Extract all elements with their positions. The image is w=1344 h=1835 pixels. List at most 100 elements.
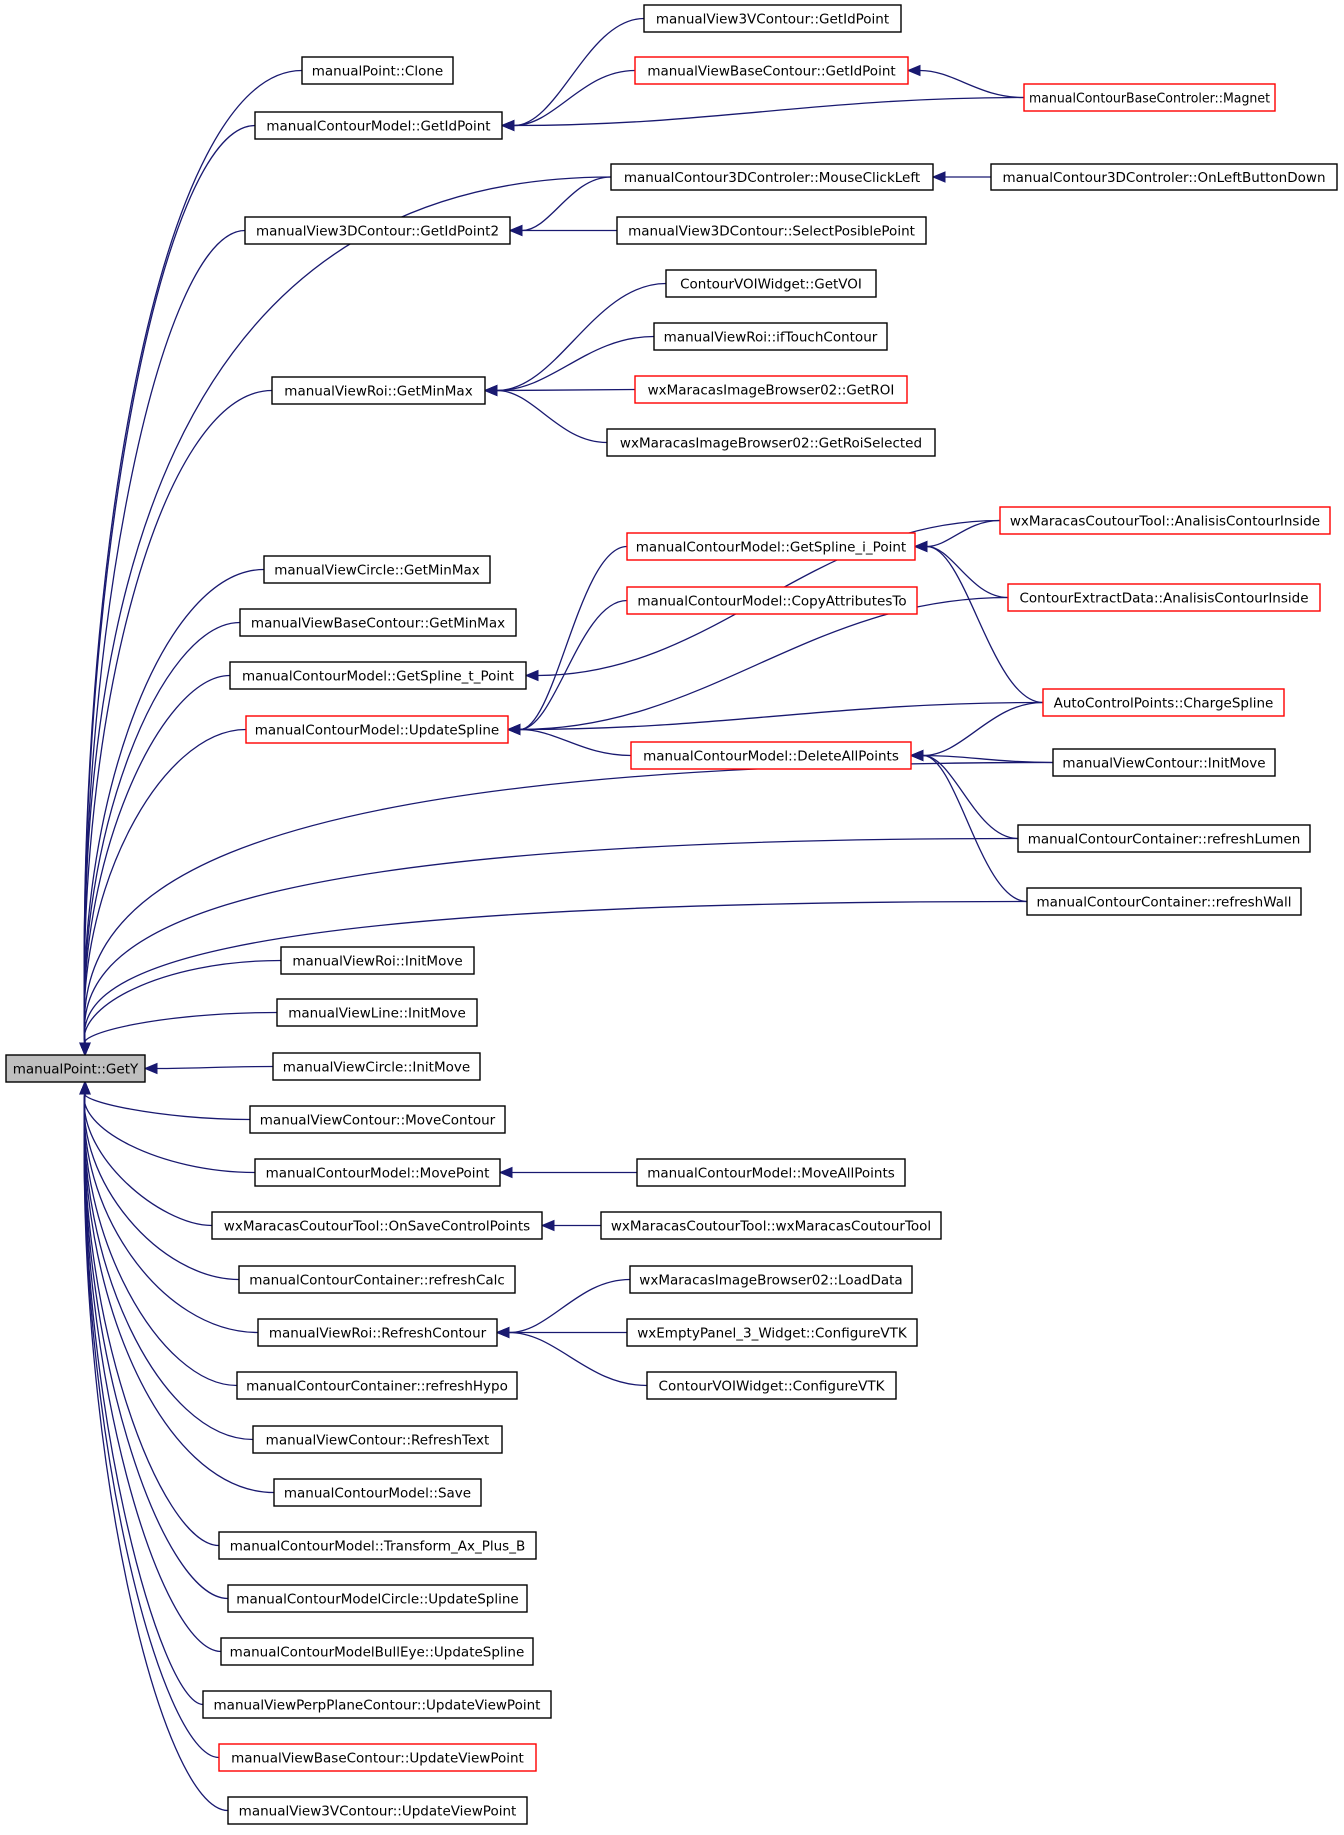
graph-node-vbc-updateview[interactable]: manualViewBaseContour::UpdateViewPoint: [218, 1743, 537, 1772]
node-label: manualViewContour::MoveContour: [260, 1113, 496, 1129]
graph-node-roi-iftouch[interactable]: manualViewRoi::ifTouchContour: [653, 322, 888, 351]
node-label: manualViewContour::InitMove: [1062, 756, 1265, 772]
node-box: [643, 4, 902, 33]
node-label: ContourExtractData::AnalisisContourInsid…: [1019, 591, 1308, 607]
graph-node-v3v-updateview[interactable]: manualView3VContour::UpdateViewPoint: [227, 1796, 528, 1825]
graph-node-refreshhypo[interactable]: manualContourContainer::refreshHypo: [236, 1371, 518, 1400]
graph-node-vbc-getminmax[interactable]: manualViewBaseContour::GetMinMax: [239, 608, 517, 637]
graph-node-onleftbuttondown[interactable]: manualContour3DControler::OnLeftButtonDo…: [990, 163, 1338, 191]
graph-node-updatespline[interactable]: manualContourModel::UpdateSpline: [245, 715, 509, 744]
node-label: ContourVOIWidget::GetVOI: [680, 277, 862, 293]
edge-line: [83, 389, 273, 1046]
graph-node-refreshlumen[interactable]: manualContourContainer::refreshLumen: [1017, 824, 1311, 853]
graph-node-magnet[interactable]: manualContourBaseControler::Magnet: [1023, 83, 1276, 112]
call-edge: [79, 900, 1028, 1057]
graph-node-circle-getminmax[interactable]: manualViewCircle::GetMinMax: [263, 555, 491, 584]
graph-node-refreshcalc[interactable]: manualContourContainer::refreshCalc: [238, 1265, 516, 1294]
call-edge: [79, 1080, 256, 1174]
edge-line: [83, 124, 256, 1046]
graph-node-root[interactable]: manualPoint::GetY: [5, 1054, 146, 1083]
node-layer: manualPoint::GetYmanualPoint::Clonemanua…: [5, 4, 1338, 1825]
graph-node-chargespline[interactable]: AutoControlPoints::ChargeSpline: [1042, 688, 1285, 717]
node-box: [254, 111, 503, 140]
graph-node-transform[interactable]: manualContourModel::Transform_Ax_Plus_B: [218, 1531, 537, 1560]
graph-node-circle-initmove[interactable]: manualViewCircle::InitMove: [272, 1052, 481, 1081]
graph-node-vbc-getidpoint[interactable]: manualViewBaseContour::GetIdPoint: [634, 56, 909, 85]
graph-node-roi-refresh[interactable]: manualViewRoi::RefreshContour: [257, 1318, 498, 1347]
node-box: [626, 586, 918, 615]
call-edge: [79, 1080, 251, 1121]
graph-node-bulleye-updatespline[interactable]: manualContourModelBullEye::UpdateSpline: [220, 1637, 534, 1666]
node-box: [636, 1158, 906, 1187]
graph-node-vc-initmove[interactable]: manualViewContour::InitMove: [1052, 748, 1276, 777]
node-label: manualView3DContour::SelectPosiblePoint: [628, 224, 915, 240]
graph-node-panel3-configure[interactable]: wxEmptyPanel_3_Widget::ConfigureVTK: [626, 1318, 918, 1347]
edge-line: [83, 1091, 259, 1334]
node-box: [616, 216, 927, 245]
node-label: wxMaracasCoutourTool::wxMaracasCoutourTo…: [611, 1219, 931, 1235]
arrowhead: [79, 1042, 91, 1057]
graph-node-save[interactable]: manualContourModel::Save: [273, 1478, 482, 1507]
graph-node-clone[interactable]: manualPoint::Clone: [301, 56, 454, 85]
graph-node-v3d-getidpoint2[interactable]: manualView3DContour::GetIdPoint2: [244, 216, 511, 245]
graph-node-wxcoutourtool[interactable]: wxMaracasCoutourTool::wxMaracasCoutourTo…: [600, 1211, 942, 1240]
graph-node-coutour-analisis[interactable]: wxMaracasCoutourTool::AnalisisContourIns…: [999, 506, 1331, 535]
graph-node-voi-configure[interactable]: ContourVOIWidget::ConfigureVTK: [646, 1371, 897, 1400]
edge-line: [922, 754, 1028, 903]
graph-node-onsavecp[interactable]: wxMaracasCoutourTool::OnSaveControlPoint…: [211, 1211, 543, 1240]
graph-node-v3v-getidpoint[interactable]: manualView3VContour::GetIdPoint: [643, 4, 902, 33]
graph-node-wx-getroisel[interactable]: wxMaracasImageBrowser02::GetRoiSelected: [606, 428, 936, 457]
node-label: manualViewBaseContour::UpdateViewPoint: [231, 1751, 524, 1767]
node-box: [626, 1318, 918, 1347]
graph-node-circle-updatespline[interactable]: manualContourModelCircle::UpdateSpline: [227, 1584, 528, 1613]
graph-node-extract-analisis[interactable]: ContourExtractData::AnalisisContourInsid…: [1007, 583, 1321, 612]
graph-node-refreshtext[interactable]: manualViewContour::RefreshText: [252, 1425, 503, 1454]
graph-node-wx-getroi[interactable]: wxMaracasImageBrowser02::GetROI: [634, 375, 908, 404]
arrowhead: [79, 1080, 91, 1095]
edge-line: [83, 568, 265, 1046]
graph-node-refreshwall[interactable]: manualContourContainer::refreshWall: [1026, 887, 1302, 916]
edge-line: [513, 17, 645, 127]
graph-node-getspline-i[interactable]: manualContourModel::GetSpline_i_Point: [626, 532, 916, 561]
node-label: wxMaracasCoutourTool::OnSaveControlPoint…: [224, 1219, 530, 1235]
node-label: ContourVOIWidget::ConfigureVTK: [659, 1379, 886, 1395]
node-label: manualViewCircle::GetMinMax: [274, 563, 480, 579]
graph-node-cm-getidpoint[interactable]: manualContourModel::GetIdPoint: [254, 111, 503, 140]
call-edge: [79, 1011, 278, 1057]
node-box: [227, 1796, 528, 1825]
node-box: [1026, 887, 1302, 916]
graph-node-movecontour[interactable]: manualViewContour::MoveContour: [249, 1105, 506, 1134]
node-label: manualViewBaseContour::GetIdPoint: [647, 64, 895, 80]
graph-node-copyattr[interactable]: manualContourModel::CopyAttributesTo: [626, 586, 918, 615]
graph-node-line-initmove[interactable]: manualViewLine::InitMove: [276, 998, 478, 1027]
node-box: [236, 1371, 518, 1400]
graph-node-contourvoi-getvoi[interactable]: ContourVOIWidget::GetVOI: [665, 269, 877, 298]
graph-node-roi-getminmax[interactable]: manualViewRoi::GetMinMax: [271, 376, 486, 405]
node-label: manualView3VContour::GetIdPoint: [656, 12, 889, 28]
graph-node-perp-updateview[interactable]: manualViewPerpPlaneContour::UpdateViewPo…: [202, 1690, 552, 1719]
graph-node-moveallpoints[interactable]: manualContourModel::MoveAllPoints: [636, 1158, 906, 1187]
edge-line: [519, 728, 632, 757]
graph-node-deleteall[interactable]: manualContourModel::DeleteAllPoints: [630, 741, 912, 770]
graph-node-loaddata[interactable]: wxMaracasImageBrowser02::LoadData: [629, 1265, 913, 1294]
edge-line: [926, 545, 1044, 704]
graph-node-roi-initmove[interactable]: manualViewRoi::InitMove: [280, 946, 475, 975]
call-edge: [79, 959, 282, 1057]
arrowhead: [931, 171, 946, 183]
graph-node-getspline-t[interactable]: manualContourModel::GetSpline_t_Point: [229, 661, 527, 690]
node-label: manualContourModel::MoveAllPoints: [647, 1166, 895, 1182]
edge-line: [83, 1091, 222, 1653]
edge-line: [83, 674, 231, 1046]
call-edge: [79, 568, 265, 1057]
node-box: [600, 1211, 942, 1240]
node-label: manualViewRoi::ifTouchContour: [664, 330, 878, 346]
edge-line: [83, 176, 612, 1046]
graph-node-movepoint[interactable]: manualContourModel::MovePoint: [254, 1158, 501, 1187]
edge-line: [926, 519, 1001, 548]
node-label: manualViewRoi::GetMinMax: [284, 384, 472, 400]
graph-node-selectposible[interactable]: manualView3DContour::SelectPosiblePoint: [616, 216, 927, 245]
node-box: [301, 56, 454, 85]
node-box: [202, 1690, 552, 1719]
node-label: manualContourModel::DeleteAllPoints: [643, 749, 899, 765]
graph-node-mouseclickleft[interactable]: manualContour3DControler::MouseClickLeft: [610, 163, 934, 191]
